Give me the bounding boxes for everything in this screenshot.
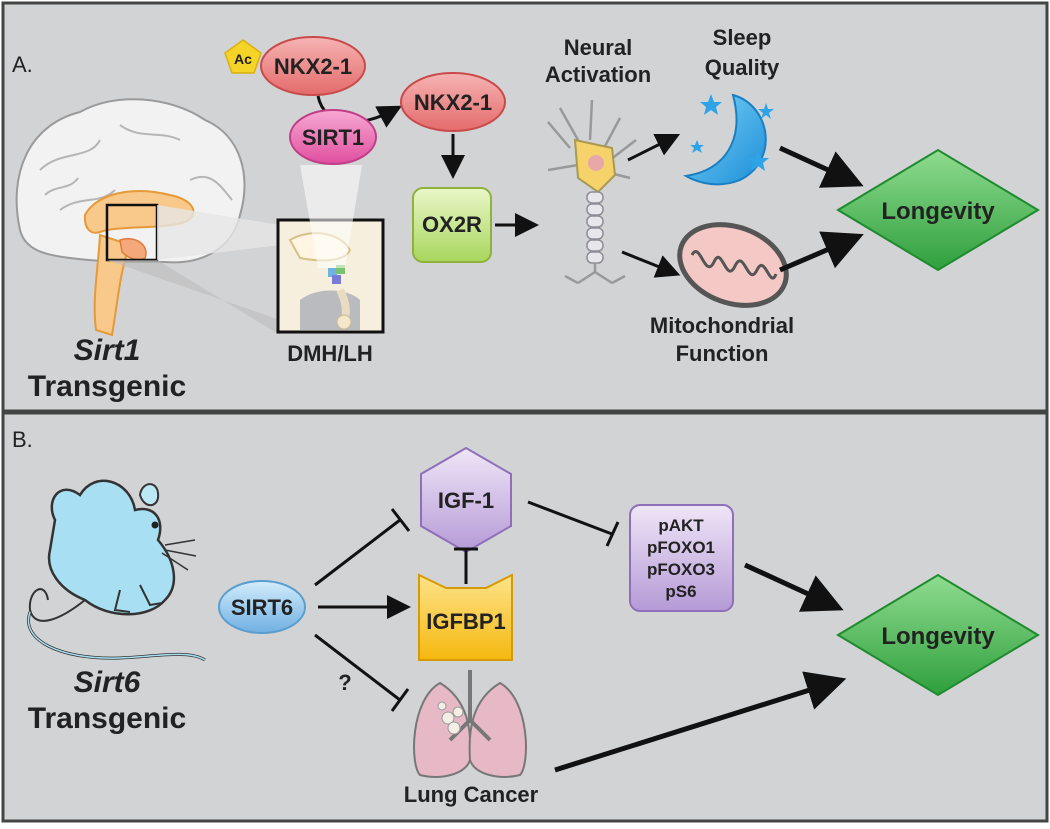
sirt6-model-title: Sirt6: [74, 666, 141, 699]
svg-text:IGF-1: IGF-1: [438, 488, 494, 513]
neuron-to-mito-arrow: [621, 250, 681, 278]
panel-a: A. Sirt1 Transgenic DMH/LH: [1, 1, 1049, 413]
svg-text:NKX2-1: NKX2-1: [414, 90, 492, 115]
ox2r-node: OX2R: [412, 187, 492, 263]
nkx2-1-acetylated-node: NKX2-1: [260, 36, 366, 96]
mito-to-longevity-arrow: [779, 231, 864, 273]
sleep-quality-label-1: Sleep: [713, 25, 772, 50]
igf1-inhibits-targets: [527, 500, 620, 547]
uncertain-mark: ?: [338, 670, 351, 695]
region-label: DMH/LH: [287, 341, 373, 366]
svg-text:NKX2-1: NKX2-1: [274, 54, 352, 79]
neural-activation-label-1: Neural: [564, 35, 632, 60]
sirt1-model-label: Transgenic: [28, 370, 186, 403]
panel-b-letter: B.: [12, 427, 33, 452]
svg-text:SIRT6: SIRT6: [231, 595, 293, 620]
svg-text:SIRT1: SIRT1: [302, 125, 364, 150]
mitochondrion-icon: [677, 222, 789, 308]
sleep-to-longevity-arrow: [778, 145, 864, 188]
zoom-light-cone: [300, 165, 362, 268]
sirt6-inhibits-igf1: [314, 508, 411, 587]
lungs-icon: [413, 670, 527, 778]
acetyl-group: Ac: [224, 39, 262, 74]
brain-icon: [15, 98, 280, 337]
mito-function-label-1: Mitochondrial: [650, 313, 794, 338]
igf1-node: IGF-1: [420, 446, 512, 554]
igfbp1-inhibits-igf1: [454, 547, 478, 584]
mouse-icon: [27, 479, 206, 662]
mito-function-label-2: Function: [676, 341, 769, 366]
target-item: pFOXO1: [647, 538, 715, 557]
neural-activation-label-2: Activation: [545, 62, 651, 87]
longevity-node-a: Longevity: [836, 148, 1040, 272]
target-item: pFOXO3: [647, 560, 715, 579]
neuron-icon: [547, 99, 637, 285]
neuron-to-sleep-arrow: [627, 133, 681, 162]
phospho-targets-node: pAKT pFOXO1 pFOXO3 pS6: [629, 504, 734, 612]
sleep-quality-label-2: Quality: [705, 55, 780, 80]
sirt6-node: SIRT6: [218, 580, 306, 634]
svg-text:Longevity: Longevity: [881, 198, 995, 225]
panel-b: B. Sirt6 Transgenic SIRT6: [1, 411, 1049, 823]
sirt6-inhibits-lung-cancer: [314, 633, 410, 712]
acetyl-label: Ac: [234, 51, 252, 67]
lung-to-longevity-arrow: [554, 671, 847, 773]
sirt1-node: SIRT1: [289, 109, 377, 165]
svg-text:OX2R: OX2R: [422, 212, 482, 237]
nkx2-1-deacetylated-node: NKX2-1: [400, 72, 506, 132]
targets-to-longevity-arrow: [743, 562, 844, 612]
panel-a-letter: A.: [12, 52, 33, 77]
sirt1-model-title: Sirt1: [74, 334, 141, 367]
longevity-node-b: Longevity: [836, 573, 1040, 697]
svg-text:IGFBP1: IGFBP1: [426, 609, 505, 634]
target-item: pAKT: [658, 516, 704, 535]
svg-text:Longevity: Longevity: [881, 623, 995, 650]
lung-cancer-label: Lung Cancer: [404, 782, 539, 807]
target-item: pS6: [665, 582, 696, 601]
igfbp1-node: IGFBP1: [418, 573, 513, 661]
moon-stars-icon: [683, 93, 774, 186]
sirt6-model-label: Transgenic: [28, 702, 186, 735]
